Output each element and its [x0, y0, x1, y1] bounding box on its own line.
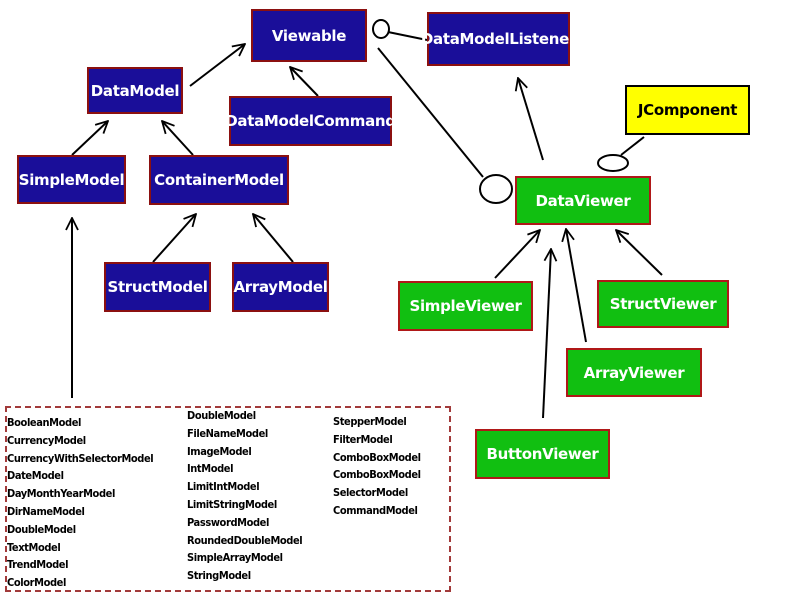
arrow-buttonviewer-to-dataviewer: [542, 249, 551, 419]
implementation-item: DoubleModel: [7, 522, 76, 536]
arrow-containermodel-to-datamodel: [162, 121, 194, 156]
buttonviewer-class: ButtonViewer: [475, 429, 610, 479]
arrow-command-to-viewable: [290, 67, 319, 97]
implementation-item: BooleanModel: [7, 416, 82, 429]
implementation-item: RoundedDoubleModel: [187, 533, 303, 547]
datamodel-class: DataModel: [87, 67, 183, 114]
lollipop-line-viewable-to-dataviewer: [377, 47, 484, 178]
implementation-item: CurrencyWithSelectorModel: [7, 451, 154, 465]
simpleviewer-class: SimpleViewer: [398, 281, 533, 331]
implementation-item: SelectorModel: [333, 486, 408, 500]
structviewer-class: StructViewer: [597, 280, 729, 328]
implementation-item: ComboBoxModel: [333, 468, 421, 482]
datamodel-listener-class: DataModelListener: [421, 12, 576, 66]
arrow-simplemodel-to-datamodel: [71, 121, 108, 156]
implementation-item: ColorModel: [7, 576, 66, 590]
implementation-item: FileNameModel: [187, 426, 268, 440]
structmodel-class: StructModel: [104, 262, 211, 312]
lollipop-line-jcomponent: [620, 136, 645, 156]
implementation-item: LimitIntModel: [187, 480, 260, 494]
implementation-item: DirNameModel: [7, 504, 85, 518]
arrow-dataviewer-to-listener: [518, 78, 544, 161]
containermodel-class: ContainerModel: [149, 155, 289, 205]
arrow-structmodel-to-containermodel: [152, 214, 196, 263]
implementation-item: ComboBoxModel: [333, 450, 421, 464]
arrow-arraymodel-to-containermodel: [253, 214, 294, 263]
implementation-item: StepperModel: [333, 415, 407, 428]
viewable-class: Viewable: [251, 9, 367, 62]
jcomponent-class: JComponent: [625, 85, 750, 135]
simplemodel-class: SimpleModel: [17, 155, 126, 204]
datamodel-command-class: DataModelCommand: [225, 96, 396, 146]
arrow-structviewer-to-dataviewer: [616, 230, 663, 276]
implementation-item: TrendModel: [7, 558, 69, 572]
lollipop-circle-listener: [372, 19, 390, 39]
arrow-simpleviewer-to-dataviewer: [494, 230, 540, 279]
lollipop-circle-dataviewer: [479, 174, 513, 204]
implementation-item: IntModel: [187, 462, 234, 476]
arraymodel-class: ArrayModel: [232, 262, 329, 312]
implementation-item: DoubleModel: [187, 409, 256, 422]
arrow-arrayviewer-to-dataviewer: [566, 229, 587, 343]
implementation-item: CurrencyModel: [7, 433, 86, 447]
arrayviewer-class: ArrayViewer: [566, 348, 702, 397]
implementation-item: CommandModel: [333, 503, 418, 517]
lollipop-line-listener: [387, 31, 428, 41]
implementation-item: DateModel: [7, 469, 64, 483]
implementation-item: PasswordModel: [187, 515, 269, 529]
arrow-datamodel-to-viewable: [189, 44, 245, 87]
implementation-item: SimpleArrayModel: [187, 551, 283, 565]
implementation-item: DayMonthYearModel: [7, 487, 115, 501]
dataviewer-class: DataViewer: [515, 176, 651, 225]
lollipop-circle-jcomponent: [597, 154, 629, 172]
implementation-item: LimitStringModel: [187, 497, 277, 511]
implementation-item: TextModel: [7, 540, 61, 554]
implementation-item: FilterModel: [333, 432, 393, 446]
implementation-item: ImageModel: [187, 444, 252, 458]
implementation-item: StringModel: [187, 569, 251, 583]
